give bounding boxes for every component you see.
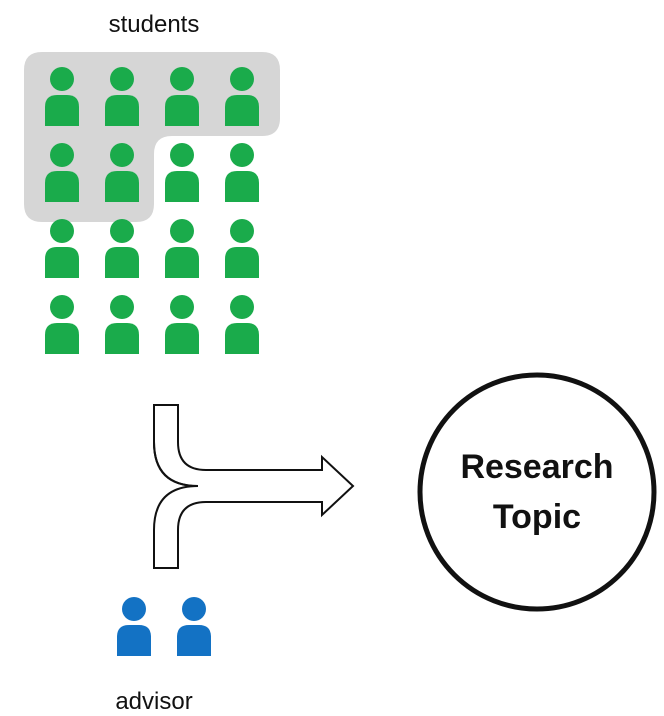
student-icon (105, 67, 139, 126)
student-icon (105, 219, 139, 278)
student-icon (165, 219, 199, 278)
student-icon (225, 219, 259, 278)
student-icon (225, 143, 259, 202)
student-icon (45, 219, 79, 278)
student-icon (105, 295, 139, 354)
advisor-label: advisor (115, 688, 192, 715)
advisor-group (117, 597, 211, 656)
student-icon (165, 295, 199, 354)
student-subgroup-highlight (24, 52, 280, 222)
research-topic-circle (417, 372, 657, 612)
student-icon (165, 143, 199, 202)
merge-arrow (153, 404, 355, 569)
research-topic-line1: Research (460, 448, 613, 486)
advisor-icon (177, 597, 211, 656)
student-icon (225, 67, 259, 126)
student-icon (105, 143, 139, 202)
student-icon (45, 143, 79, 202)
merge-arrow-inner-curve (153, 441, 199, 487)
student-icon (45, 295, 79, 354)
student-icon (225, 295, 259, 354)
student-icon (165, 67, 199, 126)
student-icon (45, 67, 79, 126)
research-topic-line2: Topic (493, 498, 581, 536)
advisor-icon (117, 597, 151, 656)
students-grid (45, 67, 259, 354)
students-label: students (109, 11, 200, 38)
